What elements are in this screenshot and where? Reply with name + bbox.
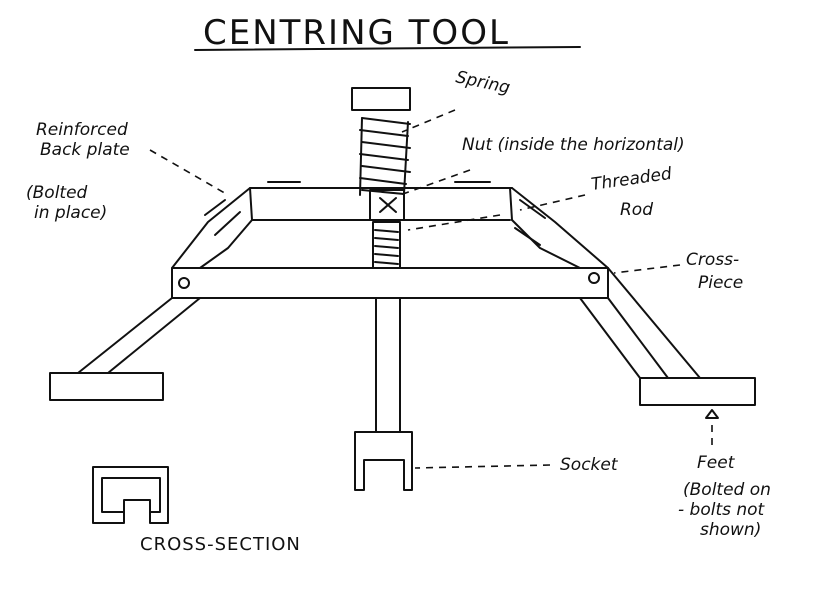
cross-section-inner	[123, 499, 151, 513]
label-nut: Nut (inside the horizontal)	[462, 135, 685, 155]
bolt-head	[351, 87, 411, 111]
threaded-rod-leader-2	[407, 214, 501, 231]
label-feet: Feet	[697, 453, 736, 473]
nut	[369, 189, 405, 221]
cross-piece	[171, 267, 609, 299]
label-bolted-1: (Bolted	[26, 183, 88, 203]
threaded-rod-leader-1	[519, 194, 586, 211]
left-leg	[49, 187, 253, 401]
lower-rod	[375, 297, 401, 433]
title: CENTRING TOOL	[203, 13, 510, 53]
back-plate-leader	[149, 149, 229, 196]
label-socket: Socket	[560, 455, 619, 475]
spring-leader	[401, 109, 456, 133]
label-back-plate-1: Reinforced	[36, 120, 128, 140]
spring	[359, 117, 411, 196]
socket	[354, 431, 413, 491]
label-cross-section: CROSS-SECTION	[140, 534, 301, 555]
label-threaded-2: Rod	[620, 200, 653, 220]
title-underline	[194, 46, 581, 51]
label-bolted-2: in place)	[34, 203, 107, 223]
cross-piece-leader	[613, 264, 681, 274]
label-feet-note-3: shown)	[700, 520, 761, 540]
label-cross-1: Cross-	[686, 250, 739, 270]
top-horizontal-beam	[249, 181, 513, 221]
label-back-plate-2: Back plate	[40, 140, 130, 160]
cross-section-shape	[92, 466, 169, 524]
socket-leader	[414, 464, 551, 469]
threaded-rod	[372, 221, 401, 269]
label-spring: Spring	[454, 67, 512, 98]
right-leg	[511, 187, 756, 406]
left-foot	[49, 372, 164, 401]
label-threaded-1: Threaded	[590, 164, 673, 195]
label-cross-2: Piece	[698, 273, 743, 293]
label-feet-note-1: (Bolted on	[683, 480, 771, 500]
right-foot	[639, 377, 756, 406]
label-feet-note-2: - bolts not	[678, 500, 766, 520]
feet-arrow-icon	[705, 409, 719, 419]
